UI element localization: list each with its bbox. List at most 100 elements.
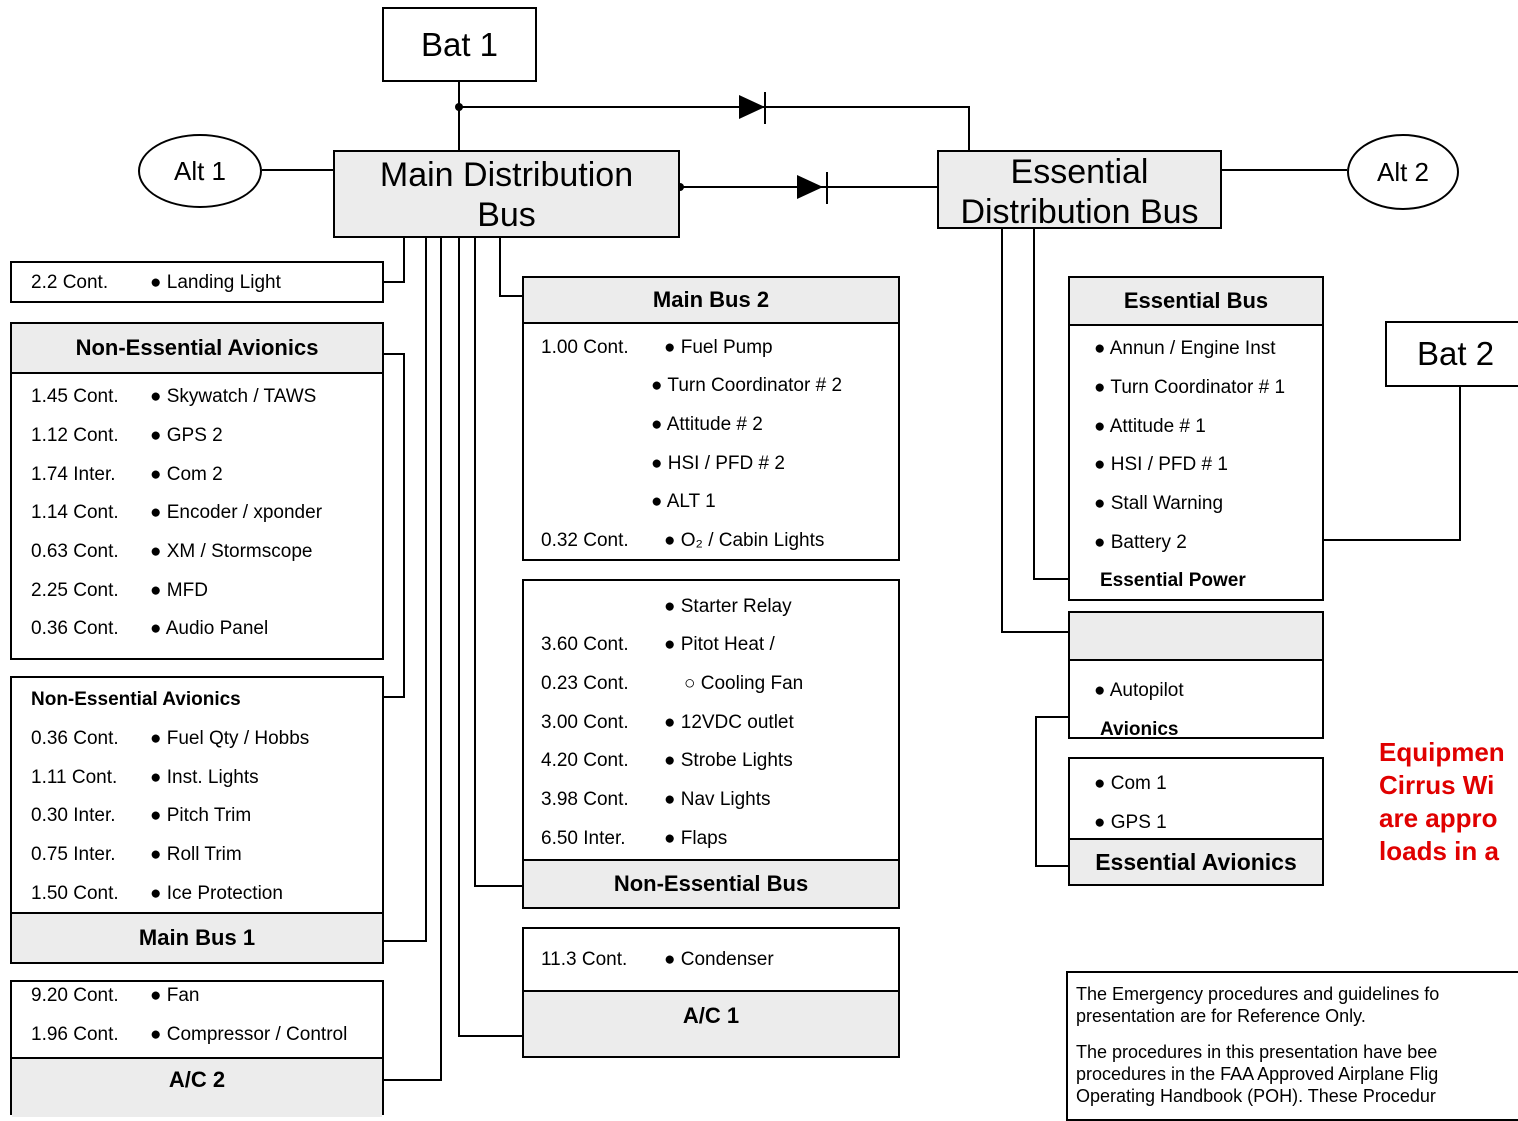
load-item: ● Pitch Trim: [150, 805, 252, 826]
amp-rating: 4.20 Cont.: [541, 750, 629, 771]
non-essential-bus-box: ● Starter Relay 3.60 Cont. ● Pitot Heat /…: [522, 579, 900, 909]
load-item: ● Encoder / xponder: [150, 502, 323, 523]
load-item: ● Battery 2: [1094, 532, 1187, 553]
amp-rating: 1.00 Cont.: [541, 337, 629, 358]
non-essential-avionics-box: Non-Essential Avionics 1.45 Cont.● Skywa…: [10, 322, 384, 660]
load-item: ● HSI / PFD # 1: [1094, 454, 1228, 475]
essential-avionics-title: Essential Avionics: [1070, 838, 1322, 884]
equipment-note: Equipmen Cirrus Wi are appro loads in a: [1379, 736, 1505, 868]
battery-1: Bat 1: [382, 7, 537, 82]
battery-2-label: Bat 2: [1417, 335, 1495, 372]
load-item: Essential Power: [1100, 570, 1246, 591]
amp-rating: 1.12 Cont.: [31, 425, 119, 446]
diode-icon: [797, 175, 823, 199]
load-item: ● Autopilot: [1094, 680, 1184, 701]
load-item: ● Annun / Engine Inst: [1094, 338, 1276, 359]
essential-avionics-box: ● Com 1 ● GPS 1 Essential Avionics: [1068, 757, 1324, 886]
load-item: ● Nav Lights: [664, 789, 771, 810]
main-distribution-bus-line1: Main Distribution: [379, 156, 634, 194]
main-distribution-bus-line2: Bus: [477, 196, 536, 234]
amp-rating: 6.50 Inter.: [541, 828, 626, 849]
amp-rating: 3.00 Cont.: [541, 712, 629, 733]
load-item: ● Com 2: [150, 464, 223, 485]
diode-icon: [739, 95, 765, 119]
load-item: ● GPS 2: [150, 425, 223, 446]
amp-rating: 9.20 Cont.: [31, 985, 119, 1006]
load-item: ● Compressor / Control: [150, 1024, 348, 1045]
main-bus-2-title: Main Bus 2: [524, 278, 898, 324]
amp-rating: 11.3 Cont.: [541, 949, 628, 970]
disclaimer-text: Operating Handbook (POH). These Procedur: [1076, 1086, 1436, 1106]
alternator-2-label: Alt 2: [1376, 156, 1430, 187]
amp-rating: 0.23 Cont.: [541, 673, 629, 694]
load-item: ● Condenser: [664, 949, 774, 970]
note-line: are appro: [1379, 803, 1498, 833]
load-item: ● Ice Protection: [150, 883, 283, 904]
load-item: ● Strobe Lights: [664, 750, 793, 771]
load-item: ● Fuel Pump: [664, 337, 773, 358]
main-bus-2-box: Main Bus 2 1.00 Cont.● Fuel Pump ● Turn …: [522, 276, 900, 561]
load-item: ● HSI / PFD # 2: [651, 453, 785, 474]
load-item: ○ Cooling Fan: [684, 673, 804, 694]
amp-rating: 1.50 Cont.: [31, 883, 119, 904]
amp-rating: 1.11 Cont.: [31, 767, 118, 788]
essential-distribution-bus-line1: Essential: [1010, 153, 1149, 191]
amp-rating: 1.96 Cont.: [31, 1024, 119, 1045]
load-item: ● Landing Light: [150, 272, 281, 293]
load-item: ● Attitude # 1: [1094, 416, 1206, 437]
load-item: ● Starter Relay: [664, 596, 792, 617]
main-bus-1-title: Main Bus 1: [12, 912, 382, 962]
load-item: ● Flaps: [664, 828, 728, 849]
amp-rating: 0.36 Cont.: [31, 728, 119, 749]
avionics-bus-title: [1070, 613, 1322, 661]
amp-rating: 1.45 Cont.: [31, 386, 119, 407]
amp-rating: 0.32 Cont.: [541, 530, 629, 551]
note-line: loads in a: [1379, 836, 1499, 866]
load-item: ● GPS 1: [1094, 812, 1167, 833]
load-item: ● O₂ / Cabin Lights: [664, 530, 825, 551]
disclaimer-text: presentation are for Reference Only.: [1076, 1006, 1366, 1026]
load-item: Avionics: [1100, 719, 1179, 740]
load-item: ● Turn Coordinator # 1: [1094, 377, 1286, 398]
load-item: Non-Essential Avionics: [31, 689, 241, 710]
main-distribution-bus: Main Distribution Bus: [333, 150, 680, 238]
non-essential-avionics-title: Non-Essential Avionics: [12, 324, 382, 374]
load-item: ● Fan: [150, 985, 200, 1006]
essential-distribution-bus: Essential Distribution Bus: [937, 150, 1222, 231]
amp-rating: 0.63 Cont.: [31, 541, 119, 562]
load-item: ● Attitude # 2: [651, 414, 763, 435]
amp-rating: 3.98 Cont.: [541, 789, 629, 810]
ac-2-title: A/C 2: [12, 1057, 382, 1117]
note-line: Equipmen: [1379, 737, 1505, 767]
main-bus-1-box: Non-Essential Avionics 0.36 Cont. ● Fuel …: [10, 676, 384, 964]
amp-rating: 2.25 Cont.: [31, 580, 119, 601]
load-item: ● Fuel Qty / Hobbs: [150, 728, 310, 749]
load-item: ● Pitot Heat /: [664, 634, 775, 655]
load-item: ● Inst. Lights: [150, 767, 259, 788]
load-item: ● ALT 1: [651, 491, 716, 512]
avionics-bus-box: ● Autopilot Avionics: [1068, 611, 1324, 740]
amp-rating: 1.74 Inter.: [31, 464, 116, 485]
ac-1-title: A/C 1: [524, 990, 898, 1056]
essential-bus-title: Essential Bus: [1070, 278, 1322, 326]
load-item: ● MFD: [150, 580, 208, 601]
amp-rating: 1.14 Cont.: [31, 502, 119, 523]
battery-2: Bat 2: [1385, 321, 1518, 387]
load-item: ● XM / Stormscope: [150, 541, 313, 562]
battery-1-label: Bat 1: [420, 25, 499, 63]
disclaimer-box: The Emergency procedures and guidelines …: [1066, 971, 1518, 1121]
disclaimer-text: The procedures in this presentation have…: [1076, 1042, 1438, 1062]
alternator-1-label: Alt 1: [173, 155, 227, 186]
ac-2-box: 9.20 Cont. ● Fan 1.96 Cont. ● Compressor /…: [10, 980, 384, 1117]
load-item: ● Stall Warning: [1094, 493, 1224, 514]
load-item: ● Audio Panel: [150, 618, 269, 639]
non-essential-bus-title: Non-Essential Bus: [524, 859, 898, 907]
ac-1-box: 11.3 Cont. ● Condenser A/C 1: [522, 927, 900, 1058]
load-item: ● Roll Trim: [150, 844, 242, 865]
load-item: ● Com 1: [1094, 773, 1167, 794]
amp-rating: 3.60 Cont.: [541, 634, 629, 655]
landing-light-box: 2.2 Cont. ● Landing Light: [10, 261, 384, 303]
disclaimer-text: The Emergency procedures and guidelines …: [1076, 984, 1440, 1004]
essential-bus-box: Essential Bus ● Annun / Engine Inst ● Tu…: [1068, 276, 1324, 601]
disclaimer-text: procedures in the FAA Approved Airplane …: [1076, 1064, 1439, 1084]
